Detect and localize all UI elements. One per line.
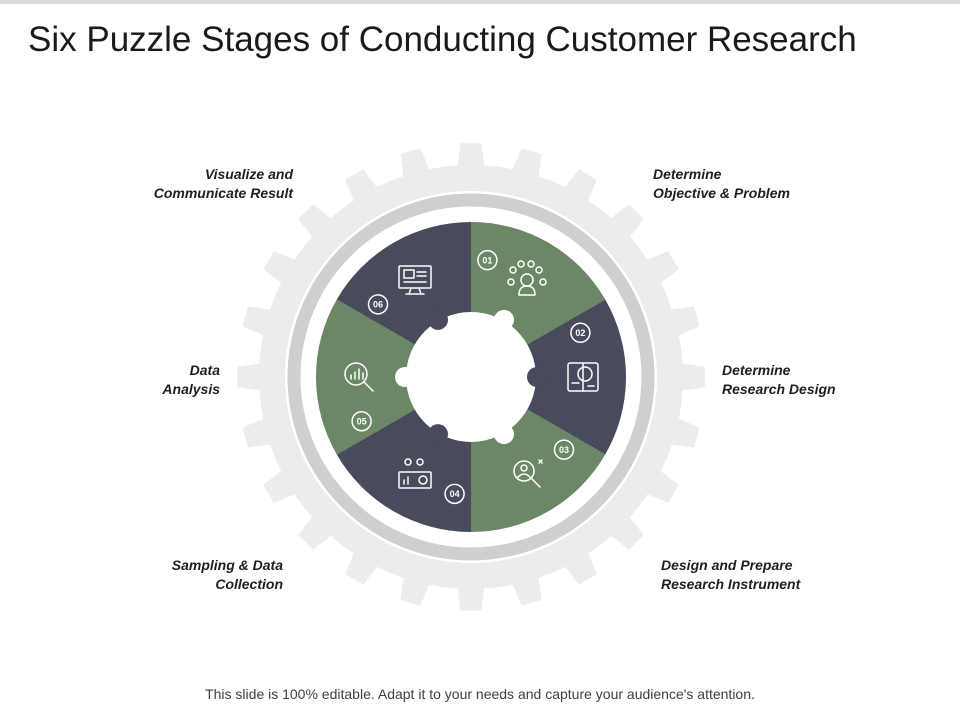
stage-06-label-line1: Visualize and xyxy=(204,166,293,182)
stage-01-label: Determine Objective & Problem xyxy=(653,165,790,203)
gray-ring xyxy=(287,193,655,561)
stage-number-01: 01 xyxy=(482,255,492,265)
puzzle-tab xyxy=(428,309,448,330)
monitor-presentation-icon xyxy=(398,265,432,295)
stage-badge-02: 02 xyxy=(570,322,591,344)
puzzle-tab xyxy=(494,309,514,330)
stage-06-label-line2: Communicate Result xyxy=(153,185,293,201)
puzzle-tab xyxy=(494,424,514,445)
stage-02-label-line2: Research Design xyxy=(722,381,836,397)
stage-03-label-line1: Design and Prepare xyxy=(661,557,793,573)
slide-title: Six Puzzle Stages of Conducting Customer… xyxy=(28,20,857,59)
user-ideas-icon xyxy=(507,260,547,296)
stage-01-label-line2: Objective & Problem xyxy=(653,185,790,201)
stage-05-label-line1: Data xyxy=(189,362,220,378)
stage-04-label: Sampling & Data Collection xyxy=(172,556,283,594)
stage-badge-04: 04 xyxy=(444,483,465,505)
stage-05-label-line2: Analysis xyxy=(162,381,220,397)
stage-number-06: 06 xyxy=(373,300,383,310)
center-hole xyxy=(406,312,536,442)
stage-05-label: Data Analysis xyxy=(162,361,220,399)
stage-01-label-line1: Determine xyxy=(653,166,722,182)
stage-badge-01: 01 xyxy=(477,249,498,271)
slide-footer: This slide is 100% editable. Adapt it to… xyxy=(205,686,755,702)
research-book-icon xyxy=(567,362,599,392)
stage-03-label: Design and Prepare Research Instrument xyxy=(661,556,800,594)
stage-03-label-line2: Research Instrument xyxy=(661,576,801,592)
stage-04-label-line2: Collection xyxy=(215,576,283,592)
puzzle-tab xyxy=(527,367,547,387)
stage-number-05: 05 xyxy=(357,416,367,426)
search-person-icon xyxy=(513,459,543,488)
stage-02-label-line1: Determine xyxy=(722,362,791,378)
stage-badge-06: 06 xyxy=(367,294,389,315)
top-rule xyxy=(0,0,960,4)
magnify-chart-icon xyxy=(344,362,374,392)
stage-badge-05: 05 xyxy=(351,410,372,432)
stage-04-label-line1: Sampling & Data xyxy=(171,557,283,573)
puzzle-tab xyxy=(395,367,415,387)
stage-badge-03: 03 xyxy=(553,439,575,460)
stage-number-03: 03 xyxy=(559,445,569,455)
team-data-board-icon xyxy=(398,458,432,489)
stage-06-label: Visualize and Communicate Result xyxy=(154,165,293,203)
stage-number-04: 04 xyxy=(450,489,460,499)
stage-number-02: 02 xyxy=(575,328,585,338)
puzzle-tab xyxy=(428,424,448,445)
stage-02-label: Determine Research Design xyxy=(722,361,836,399)
